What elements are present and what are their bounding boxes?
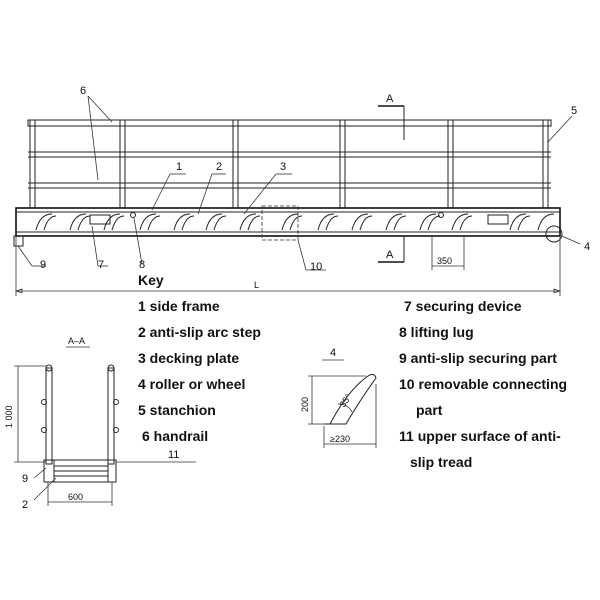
- length-dimension: L: [14, 236, 562, 296]
- section-mark-top: A: [378, 93, 405, 140]
- step-height-value: 200: [300, 397, 310, 412]
- key-item-1: 1 side frame: [138, 298, 220, 314]
- key-item-8: 8 lifting lug: [399, 324, 474, 340]
- anti-slip-arc-steps: [35, 213, 555, 231]
- key-title: Key: [138, 272, 164, 288]
- section-right-post: [107, 367, 115, 465]
- callout-10: 10: [310, 261, 322, 273]
- key-item-11-cont: slip tread: [410, 454, 473, 470]
- key-item-6: 6 handrail: [142, 428, 209, 444]
- section-mark-top-label: A: [386, 93, 394, 105]
- key-item-4: 4 roller or wheel: [138, 376, 246, 392]
- roller-wheel: [545, 225, 563, 243]
- spacing-value: 350: [437, 256, 452, 266]
- callout-11: 11: [168, 449, 179, 461]
- callout-5: 5: [571, 105, 577, 117]
- callout-3: 3: [280, 161, 286, 173]
- key-item-5: 5 stanchion: [138, 402, 216, 418]
- section-mark-bottom-label: A: [386, 249, 394, 261]
- step-detail: 4 200 35° ≥230: [300, 347, 377, 448]
- key-item-11: 11 upper surface of anti-: [399, 428, 561, 444]
- spacing-dimension: 350: [431, 236, 465, 270]
- key-item-10-cont: part: [416, 402, 443, 418]
- section-title: A–A: [68, 336, 85, 346]
- key-item-10: 10 removable connecting: [399, 376, 568, 392]
- callout-8: 8: [139, 259, 145, 271]
- side-frame: [15, 207, 561, 237]
- callout-9: 9: [40, 259, 46, 271]
- securing-device-left: [89, 214, 111, 225]
- key-item-3: 3 decking plate: [138, 350, 240, 366]
- callout-1: 1: [176, 161, 182, 173]
- section-callout-9: 9: [22, 473, 28, 485]
- key-item-2: 2 anti-slip arc step: [138, 324, 261, 340]
- width-value: 600: [68, 492, 83, 502]
- callout-7: 7: [98, 259, 104, 271]
- handrail-system: [27, 119, 552, 209]
- step-width-value: ≥230: [330, 434, 350, 444]
- step-profile: [324, 373, 377, 425]
- callout-4: 4: [584, 241, 590, 253]
- securing-device-right: [487, 214, 509, 225]
- height-value: 1 000: [4, 405, 14, 428]
- section-mark-bottom: A: [378, 236, 405, 263]
- callout-6: 6: [80, 85, 86, 97]
- callouts-elevation: 6 5 1 2 3 4 9 7 8 10: [17, 85, 590, 273]
- lifting-lug-left: [130, 212, 136, 218]
- length-value: L: [254, 280, 259, 290]
- section-callout-2: 2: [22, 499, 28, 511]
- key-item-7: 7 securing device: [404, 298, 522, 314]
- top-handrail: [27, 119, 552, 127]
- lifting-lug-right: [438, 212, 444, 218]
- detail-callout-4: 4: [330, 347, 336, 359]
- removable-connecting-part: [261, 205, 299, 241]
- section-tread: [43, 459, 117, 483]
- anti-slip-securing-part: [13, 235, 24, 247]
- key-item-9: 9 anti-slip securing part: [399, 350, 557, 366]
- section-a-a: A–A 11 9 2 1 000 600: [4, 336, 196, 511]
- stanchions: [29, 119, 549, 209]
- section-left-post: [45, 367, 53, 465]
- callout-2: 2: [216, 161, 222, 173]
